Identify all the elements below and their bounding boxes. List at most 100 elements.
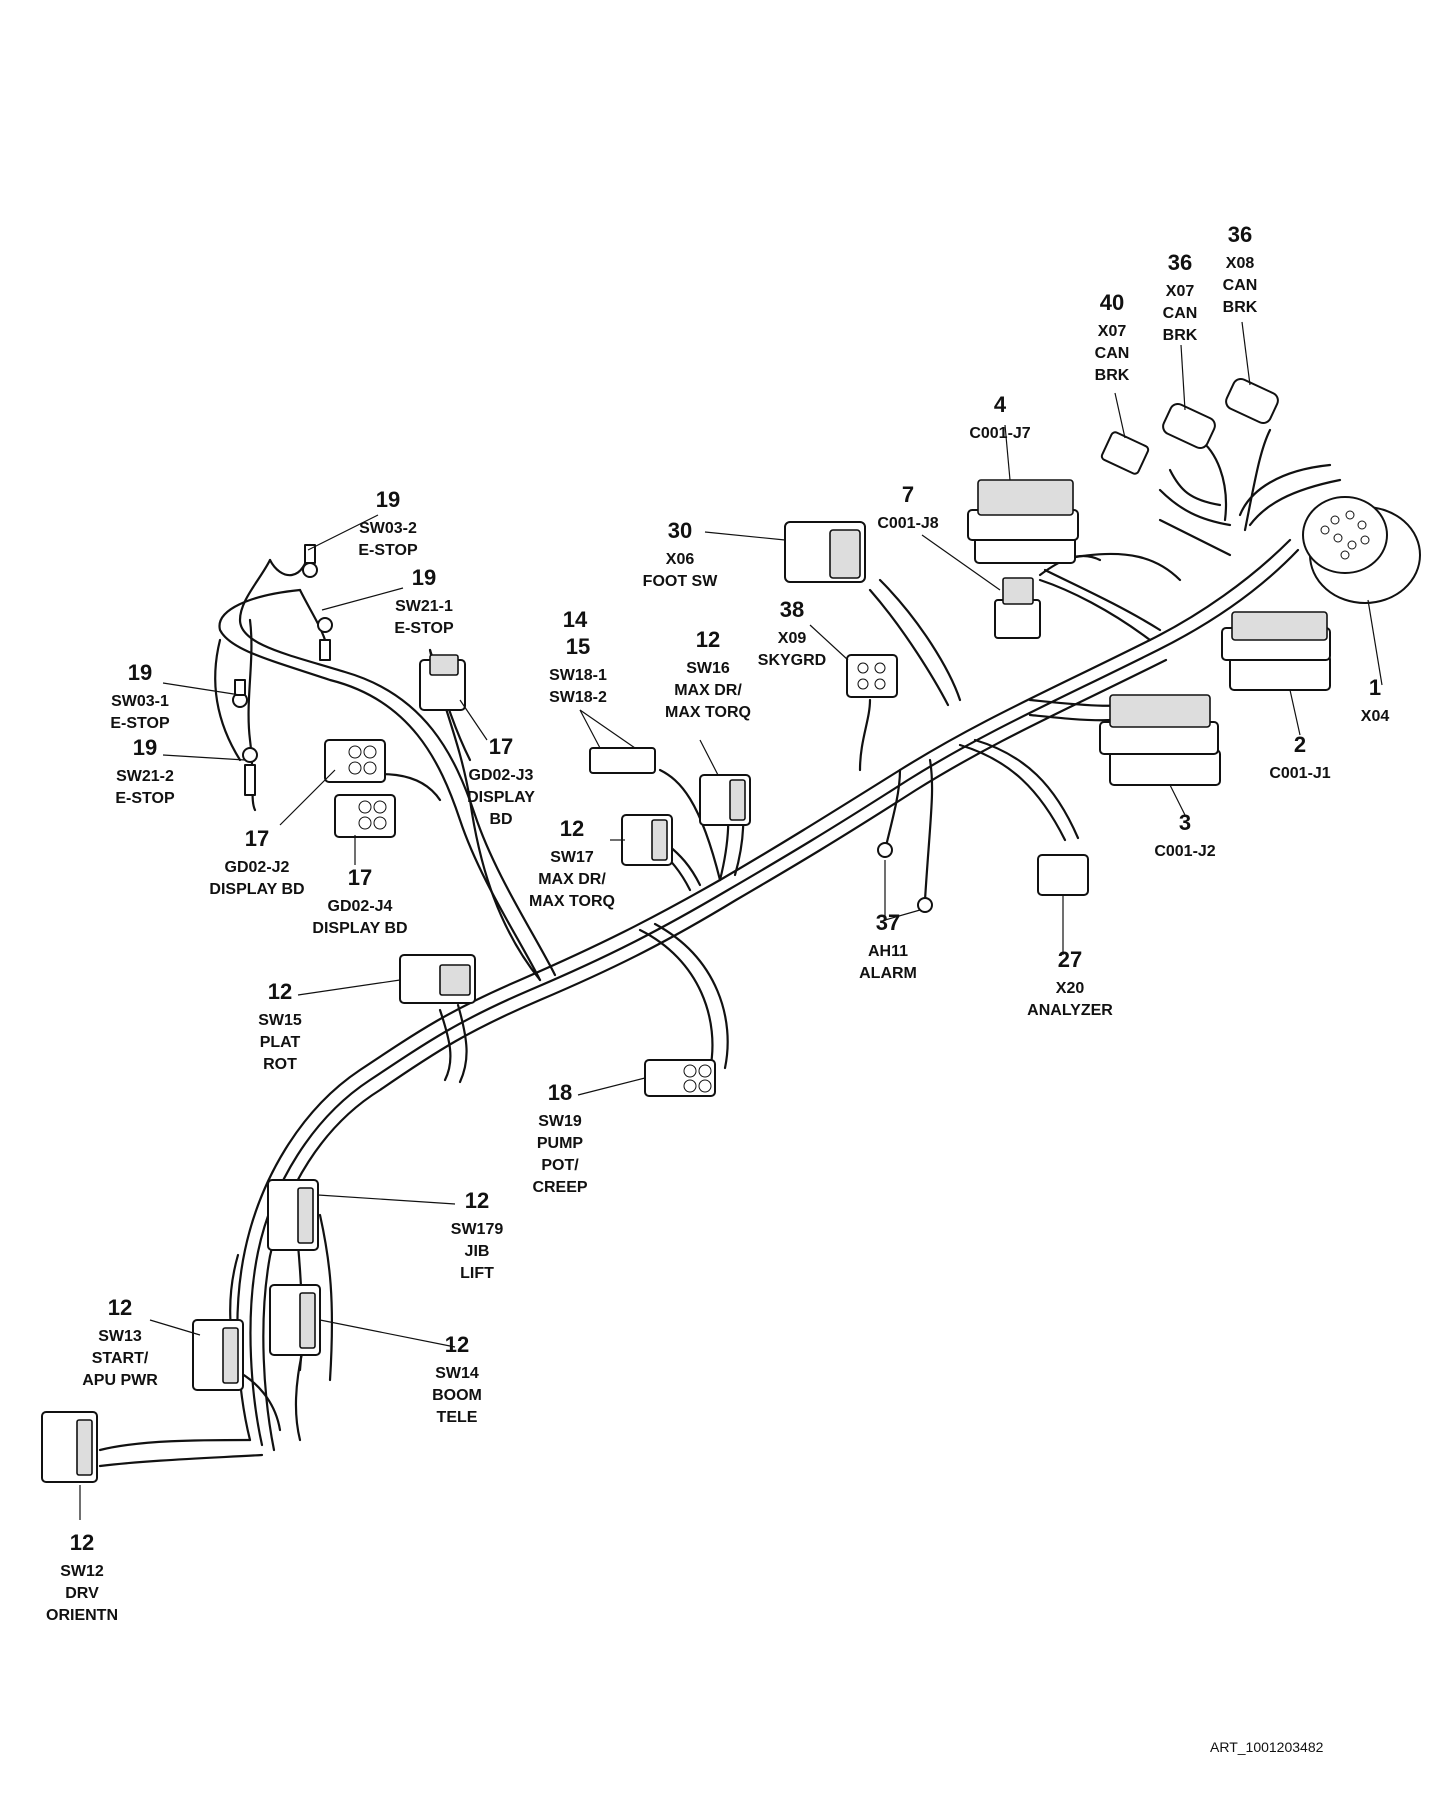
x07-can-brk-40-plug — [1100, 431, 1150, 475]
callout-text-line: ANALYZER — [1027, 1002, 1113, 1019]
sw12-connector — [41, 1411, 98, 1483]
callout-text-line: TELE — [437, 1409, 478, 1426]
callout-text-line: X07 — [1098, 323, 1127, 340]
callout-text-line: FOOT SW — [643, 573, 719, 590]
callout-text-line: X09 — [778, 630, 807, 647]
callout-number: 37 — [876, 910, 900, 935]
callout-number: 17 — [489, 734, 513, 759]
callout-text-line: MAX TORQ — [665, 704, 751, 721]
callout-number: 27 — [1058, 947, 1082, 972]
ah11-alarm-terminals — [877, 842, 933, 913]
x09-skygrd-connector — [846, 654, 898, 698]
connectors — [41, 377, 1421, 1483]
callout-text-line: SW13 — [98, 1328, 142, 1345]
x06-foot-sw-connector — [784, 521, 866, 583]
c001-j7-connector — [967, 479, 1079, 564]
sw13-connector — [192, 1319, 244, 1391]
callout-text-line: APU PWR — [82, 1372, 158, 1389]
callout-text-line: PLAT — [260, 1034, 301, 1051]
callout-text-line: SW18-1 — [549, 667, 607, 684]
callout-number: 12 — [108, 1295, 132, 1320]
callout-text-line: JIB — [465, 1243, 490, 1260]
callout-text-line: GD02-J3 — [469, 767, 534, 784]
callout-text-line: BRK — [1223, 299, 1258, 316]
c001-j8-connector — [994, 577, 1041, 639]
callout-text-line: CAN — [1095, 345, 1130, 362]
callout-number: 17 — [245, 826, 269, 851]
callout-text-line: GD02-J4 — [328, 898, 393, 915]
callout-text-line: X08 — [1226, 255, 1255, 272]
gd02-j3-connector — [419, 654, 466, 711]
callout-text-line: SW03-1 — [111, 693, 169, 710]
callout-text-line: X07 — [1166, 283, 1195, 300]
callout-text-line: GD02-J2 — [225, 859, 290, 876]
callout-text-line: SW19 — [538, 1113, 582, 1130]
callout-text-line: START/ — [92, 1350, 149, 1367]
callout-number: 40 — [1100, 290, 1124, 315]
sw17-connector — [621, 814, 673, 866]
callout-text-line: X04 — [1361, 708, 1390, 725]
callout-text-line: DISPLAY BD — [209, 881, 304, 898]
callout-text-line: SW12 — [60, 1563, 104, 1580]
callout-text-line: E-STOP — [358, 542, 418, 559]
c001-j2-connector — [1099, 694, 1221, 786]
sw16-connector — [699, 774, 751, 826]
callout-text-line: CREEP — [532, 1179, 587, 1196]
callout-text-line: C001-J2 — [1154, 843, 1215, 860]
callout-number: 3 — [1179, 810, 1191, 835]
callout-text-line: ROT — [263, 1056, 297, 1073]
callout-text-line: SW21-1 — [395, 598, 453, 615]
callout-text-line: DISPLAY BD — [312, 920, 407, 937]
callout-text-line: MAX TORQ — [529, 893, 615, 910]
e-stop-ring-terminals — [232, 544, 333, 796]
callout-text-line: DISPLAY — [467, 789, 535, 806]
x20-analyzer-connector — [1037, 854, 1089, 896]
callout-number: 7 — [902, 482, 914, 507]
callout-text-line: BOOM — [432, 1387, 482, 1404]
callout-text-line: SKYGRD — [758, 652, 826, 669]
callout-number: 19 — [133, 735, 157, 760]
callout-c14: 14 — [563, 607, 588, 632]
callout-number: 18 — [548, 1080, 572, 1105]
callout-number: 19 — [128, 660, 152, 685]
callout-text-line: E-STOP — [115, 790, 175, 807]
callout-number: 14 — [563, 607, 588, 632]
callout-number: 12 — [696, 627, 720, 652]
callout-number: 30 — [668, 518, 692, 543]
callout-number: 1 — [1369, 675, 1381, 700]
callout-text-line: BD — [489, 811, 512, 828]
callout-number: 12 — [268, 979, 292, 1004]
callout-text-line: POT/ — [541, 1157, 579, 1174]
c001-j1-connector — [1221, 611, 1331, 691]
callout-text-line: SW17 — [550, 849, 594, 866]
callout-text-line: ORIENTN — [46, 1607, 118, 1624]
callout-number: 12 — [445, 1332, 469, 1357]
callout-number: 12 — [560, 816, 584, 841]
callout-number: 19 — [376, 487, 400, 512]
callout-number: 2 — [1294, 732, 1306, 757]
callout-number: 12 — [70, 1530, 94, 1555]
callout-text-line: SW179 — [451, 1221, 504, 1238]
callout-text-line: ALARM — [859, 965, 917, 982]
leader-lines — [79, 321, 1383, 1520]
